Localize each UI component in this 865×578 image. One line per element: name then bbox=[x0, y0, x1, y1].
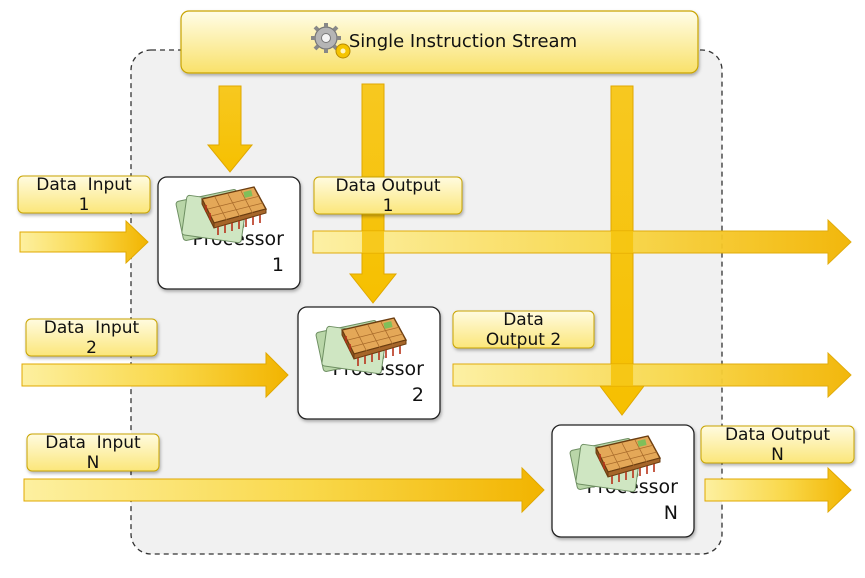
data-output-2-line1: Data bbox=[503, 310, 544, 330]
processor-n-label: Processor N bbox=[560, 474, 678, 526]
data-input-arrow-1 bbox=[19, 219, 149, 265]
data-output-2-line2: Output 2 bbox=[485, 330, 562, 350]
data-output-n-label: Data Output N bbox=[701, 424, 854, 466]
data-input-2-line1: Data Input bbox=[43, 318, 140, 338]
data-output-1-line1: Data Output bbox=[335, 176, 441, 196]
data-input-n-box bbox=[26, 433, 160, 472]
data-input-1-line2: 1 bbox=[78, 195, 90, 215]
instruction-arrow-n-overlap-2 bbox=[611, 364, 633, 386]
data-output-1-box bbox=[313, 176, 463, 215]
processor-1-index: 1 bbox=[271, 254, 284, 276]
data-output-1-label: Data Output 1 bbox=[314, 175, 462, 217]
data-output-2-box bbox=[452, 310, 595, 349]
processor-2-word: Processor bbox=[332, 358, 424, 380]
processor-1-label: Processor 1 bbox=[166, 226, 284, 278]
data-input-1-label: Data Input 1 bbox=[18, 174, 150, 216]
instruction-stream-box bbox=[180, 10, 699, 74]
processor-1-word: Processor bbox=[192, 228, 284, 250]
data-input-2-line2: 2 bbox=[86, 338, 97, 358]
data-input-1-box bbox=[17, 175, 151, 214]
data-input-2-label: Data Input 2 bbox=[26, 317, 157, 359]
data-input-1-line1: Data Input bbox=[36, 175, 132, 195]
data-output-n-line2: N bbox=[771, 445, 784, 465]
data-output-arrow-1 bbox=[312, 218, 852, 266]
instruction-arrow-1 bbox=[206, 85, 254, 173]
data-input-n-line1: Data Input bbox=[45, 433, 141, 453]
gears-icon bbox=[311, 23, 351, 59]
processor-n-index: N bbox=[663, 502, 678, 524]
data-output-1-line2: 1 bbox=[382, 196, 394, 216]
instruction-stream-title: Single Instruction Stream bbox=[348, 31, 578, 52]
data-input-arrow-n bbox=[23, 466, 545, 514]
processor-2-label: Processor 2 bbox=[306, 356, 424, 408]
data-output-2-label: Data Output 2 bbox=[453, 309, 594, 351]
data-output-arrow-2 bbox=[452, 351, 852, 399]
data-output-n-box bbox=[700, 425, 855, 464]
data-input-n-line2: N bbox=[86, 453, 100, 473]
processor-2-index: 2 bbox=[411, 384, 424, 406]
instruction-arrow-2-overlap bbox=[362, 231, 384, 253]
data-output-n-line1: Data Output bbox=[724, 425, 831, 445]
data-output-arrow-n bbox=[704, 466, 852, 514]
data-input-arrow-2 bbox=[21, 351, 289, 399]
instruction-arrow-n-overlap-1 bbox=[611, 231, 633, 253]
processor-n-word: Processor bbox=[586, 476, 678, 498]
data-input-n-label: Data Input N bbox=[27, 432, 159, 474]
data-input-2-box bbox=[25, 318, 158, 357]
